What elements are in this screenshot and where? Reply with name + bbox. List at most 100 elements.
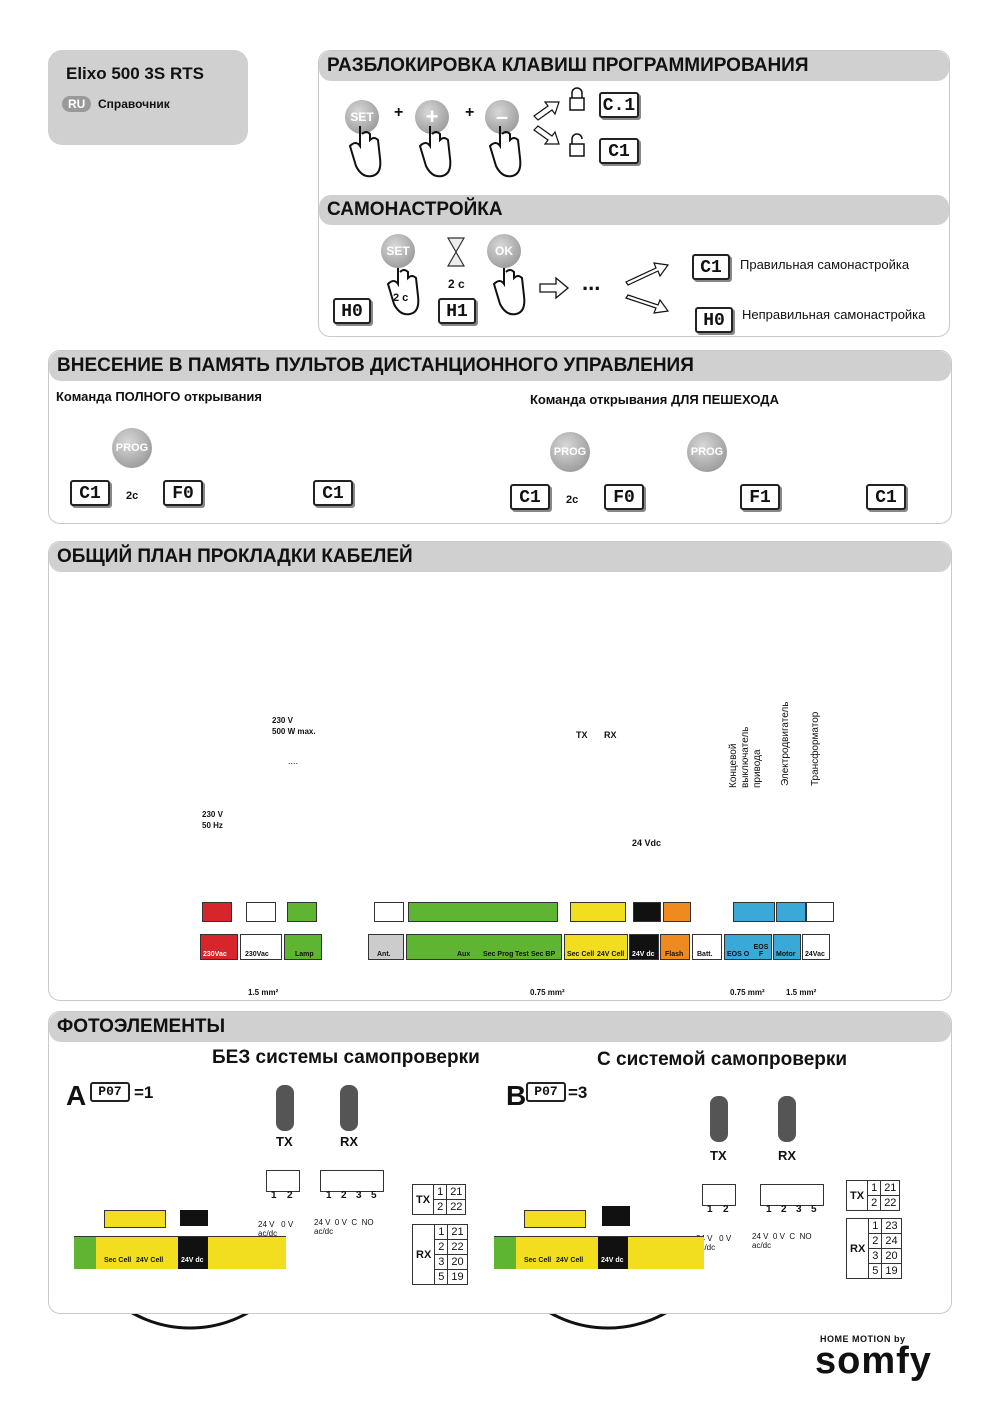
table-a-cell: 1	[433, 1184, 448, 1200]
table-a-rx-label: RX	[411, 1224, 436, 1285]
full-display-c1: C1	[70, 480, 110, 506]
table-b-tx-label: TX	[845, 1180, 869, 1211]
full-display-f0: F0	[163, 480, 203, 506]
connector-white-trafo	[806, 902, 834, 922]
connector-black	[633, 902, 661, 922]
table-a-cell: 2	[434, 1239, 449, 1255]
photo-a-heading: БЕЗ системы самопроверки	[212, 1047, 480, 1068]
autoset-section-title: САМОНАСТРОЙКА	[319, 195, 949, 225]
ped-hold-time: 2c	[566, 494, 579, 506]
vertical-label-eos: Концевой выключатель привода	[728, 708, 764, 788]
mains-label-1: 230 V	[202, 810, 223, 819]
photo-b-param: P07	[526, 1082, 566, 1102]
table-a-cell: 21	[446, 1184, 467, 1200]
photo-a-rx-device	[340, 1085, 358, 1131]
lamp-label-2: 500 W max.	[272, 727, 316, 736]
photo-b-terminal-strip: Sec Cell 24V Cell 24V dc	[494, 1236, 704, 1269]
term-eos: EOS O EOS F	[724, 934, 772, 960]
display-result-ok: C1	[692, 254, 730, 280]
result-bad-text: Неправильная самонастройка	[742, 307, 926, 322]
table-b-cell: 5	[868, 1263, 883, 1279]
table-b-cell: 2	[867, 1195, 882, 1211]
table-a-cell: 19	[447, 1269, 468, 1285]
table-a-cell: 22	[447, 1239, 468, 1255]
table-a-cell: 22	[446, 1199, 467, 1215]
minus-button[interactable]: –	[485, 100, 519, 134]
photo-a-letter: A	[66, 1080, 87, 1111]
photo-b-letter: B	[506, 1080, 527, 1111]
prog-button-full[interactable]: PROG	[112, 428, 152, 468]
subtitle: Справочник	[98, 97, 170, 111]
display-result-bad: H0	[695, 307, 733, 333]
plus-button[interactable]: +	[415, 100, 449, 134]
prog-button-ped-2[interactable]: PROG	[687, 432, 727, 472]
photo-a-label-sec-cell: Sec Cell	[104, 1257, 132, 1264]
term-230vac-red: 230Vac	[200, 934, 238, 960]
unlock-section-title: РАЗБЛОКИРОВКА КЛАВИШ ПРОГРАММИРОВАНИЯ	[319, 51, 949, 81]
ped-display-c1-final: C1	[866, 484, 906, 510]
table-b-cell: 20	[881, 1248, 902, 1264]
photo-b-rx-label: RX	[778, 1148, 797, 1163]
table-b-cell: 2	[868, 1233, 883, 1249]
vertical-label-eos-1: Концевой	[728, 743, 739, 788]
photo-a-terminal-strip: Sec Cell 24V Cell 24V dc	[74, 1236, 286, 1269]
photo-b-label-24v-cell: 24V Cell	[556, 1257, 584, 1264]
autoset-set-button[interactable]: SET	[381, 234, 415, 268]
connector-yellow	[570, 902, 626, 922]
photo-a-rx-pin-5: 5	[371, 1190, 377, 1201]
result-ok-text: Правильная самонастройка	[740, 257, 910, 272]
vertical-label-motor: Электродвигатель	[780, 701, 791, 786]
table-b-cell: 21	[880, 1180, 901, 1196]
connector-blue-motor	[776, 902, 806, 922]
full-open-label: Команда ПОЛНОГО открывания	[56, 389, 263, 404]
photo-a-rx-pin-2: 2	[341, 1190, 347, 1201]
photo-a-rx-pin-1: 1	[326, 1190, 332, 1201]
term-green-block: Aux Sec Prog Test Sec BP	[406, 934, 562, 960]
photo-a-value: =1	[134, 1083, 154, 1102]
term-24vdc: 24V dc	[629, 934, 659, 960]
term-230vac: 230Vac	[240, 934, 282, 960]
photo-b-label-24vdc: 24V dc	[598, 1237, 628, 1269]
vertical-label-trafo: Трансформатор	[810, 711, 821, 786]
table-b-cell: 22	[880, 1195, 901, 1211]
wiring-section-title: ОБЩИЙ ПЛАН ПРОКЛАДКИ КАБЕЛЕЙ	[49, 542, 951, 572]
autoset-ok-button[interactable]: OK	[487, 234, 521, 268]
photo-a-tx-device	[276, 1085, 294, 1131]
term-flash: Flash	[660, 934, 690, 960]
table-b-cell: 24	[881, 1233, 902, 1249]
mains-label-2: 50 Hz	[202, 821, 223, 830]
photo-a-tx-pin-1: 1	[271, 1190, 277, 1201]
photo-b-tx-pin-2: 2	[723, 1204, 729, 1215]
connector-green-block	[408, 902, 558, 922]
table-a-cell: 3	[434, 1254, 449, 1270]
photo-b-label-sec-cell: Sec Cell	[524, 1257, 552, 1264]
photo-b-tx-device	[710, 1096, 728, 1142]
photo-a-label-24v-cell: 24V Cell	[136, 1257, 164, 1264]
lamp-label-1: 230 V	[272, 716, 293, 725]
vertical-label-eos-3: привода	[752, 749, 763, 788]
display-h0: H0	[333, 298, 371, 324]
cable-size-2: 0.75 mm²	[530, 988, 565, 997]
term-yellow: Sec Cell 24V Cell	[564, 934, 628, 960]
photo-b-tx-terminal	[702, 1184, 736, 1206]
photo-a-yellow-block	[104, 1210, 166, 1228]
ped-display-c1: C1	[510, 484, 550, 510]
photo-b-rx-pin-2: 2	[781, 1204, 787, 1215]
set-button[interactable]: SET	[345, 100, 379, 134]
vertical-label-eos-2: выключатель	[740, 726, 751, 788]
title-box: Elixo 500 3S RTS RU Справочник	[48, 50, 248, 145]
photo-b-rx-pin-5: 5	[811, 1204, 817, 1215]
table-b-rx-label: RX	[845, 1218, 870, 1279]
term-24vac: 24Vac	[802, 934, 830, 960]
lamp-dots: ....	[288, 756, 299, 766]
plus-sign-2: +	[465, 104, 475, 121]
plus-sign-1: +	[394, 104, 404, 121]
table-b-cell: 3	[868, 1248, 883, 1264]
remote-section-title: ВНЕСЕНИЕ В ПАМЯТЬ ПУЛЬТОВ ДИСТАНЦИОННОГО…	[49, 351, 951, 381]
prog-button-ped[interactable]: PROG	[550, 432, 590, 472]
